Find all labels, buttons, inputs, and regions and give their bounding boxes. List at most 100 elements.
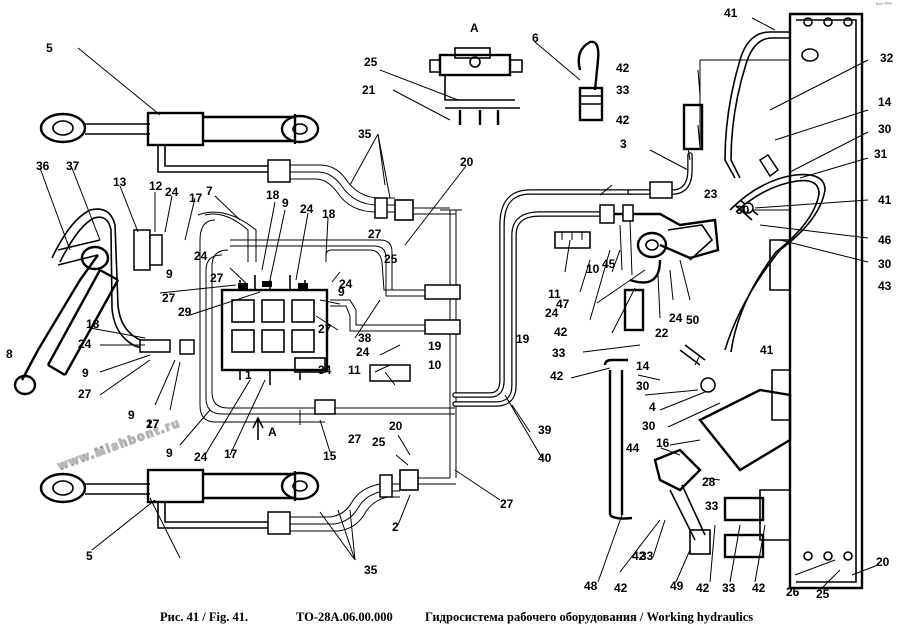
- callout-12: 12: [149, 179, 163, 193]
- callout-31: 31: [874, 147, 888, 161]
- callout-36: 36: [36, 159, 50, 173]
- callout-10b: 10: [428, 358, 442, 372]
- callout-24a: 24: [165, 185, 179, 199]
- callout-42c: 42: [554, 325, 568, 339]
- callout-33b: 33: [552, 346, 566, 360]
- callout-35a: 35: [358, 127, 372, 141]
- callout-20b: 20: [389, 419, 403, 433]
- view-a-label-top: A: [470, 21, 479, 35]
- suction-hose-48: [603, 259, 662, 520]
- callout-42d: 42: [550, 369, 564, 383]
- callout-24h: 24: [545, 306, 559, 320]
- caption-title: Гидросистема рабочего оборудования / Wor…: [425, 610, 754, 624]
- callout-20c: 20: [876, 555, 890, 569]
- callout-13: 13: [113, 175, 127, 189]
- callout-5a: 5: [46, 41, 53, 55]
- view-a-label-bottom: A: [268, 425, 277, 439]
- callout-30b: 30: [878, 257, 892, 271]
- callout-20a: 20: [460, 155, 474, 169]
- caption-drawing-code: ТО-28А.06.00.000: [296, 610, 393, 624]
- callout-41a: 41: [724, 6, 738, 20]
- callout-24i: 24: [669, 311, 683, 325]
- callout-25b: 25: [384, 252, 398, 266]
- callout-46: 46: [878, 233, 892, 247]
- callout-10a: 10: [586, 262, 600, 276]
- callout-38: 38: [358, 331, 372, 345]
- callout-27d: 27: [78, 387, 92, 401]
- callout-6: 6: [532, 31, 539, 45]
- callout-25a: 25: [364, 55, 378, 69]
- control-lever-6: [577, 40, 604, 122]
- callout-22: 22: [655, 326, 669, 340]
- callout-42f: 42: [696, 581, 710, 595]
- callout-19a: 19: [428, 339, 442, 353]
- callout-24e: 24: [356, 345, 370, 359]
- callout-11b: 11: [348, 363, 361, 377]
- callout-29: 29: [178, 305, 192, 319]
- left-tilt-cylinder: [13, 239, 120, 396]
- callout-42b: 42: [616, 113, 630, 127]
- callout-41c: 41: [760, 343, 774, 357]
- callouts: 1 2 3 4 5 5 6 7 8 9 9 9 9 9 9 10 10 11 1…: [6, 6, 894, 600]
- hose-pieces-33: [682, 103, 765, 559]
- callout-42g: 42: [752, 581, 766, 595]
- return-hose-32: [724, 31, 826, 353]
- callout-27a: 27: [162, 291, 176, 305]
- callout-1: 1: [245, 368, 252, 382]
- callout-16: 16: [656, 436, 670, 450]
- callout-24g: 24: [194, 450, 208, 464]
- callout-14b: 14: [636, 359, 650, 373]
- callout-7: 7: [206, 184, 213, 198]
- hoses-35: [290, 164, 400, 532]
- callout-18a: 18: [266, 188, 280, 202]
- callout-27c: 27: [318, 322, 332, 336]
- callout-25d: 25: [816, 587, 830, 600]
- callout-40: 40: [538, 451, 552, 465]
- callout-30c: 30: [636, 379, 650, 393]
- callout-3: 3: [620, 137, 627, 151]
- callout-39: 39: [538, 423, 552, 437]
- callout-34: 34: [318, 363, 332, 377]
- callout-30d: 30: [642, 419, 656, 433]
- callout-42a: 42: [616, 61, 630, 75]
- figure-caption: Рис. 41 / Fig. 41. ТО-28А.06.00.000 Гидр…: [0, 610, 900, 630]
- callout-5b: 5: [86, 549, 93, 563]
- callout-42e: 42: [614, 581, 628, 595]
- callout-27h: 27: [210, 271, 224, 285]
- callout-14a: 14: [878, 95, 892, 109]
- caption-figure-number: Рис. 41 / Fig. 41.: [160, 610, 249, 624]
- callout-15: 15: [323, 449, 337, 463]
- callout-9a: 9: [166, 267, 173, 281]
- callout-24c: 24: [194, 249, 208, 263]
- callout-9e: 9: [128, 408, 135, 422]
- callout-33a: 33: [616, 83, 630, 97]
- callout-21: 21: [362, 83, 376, 97]
- callout-2: 2: [392, 520, 399, 534]
- callout-27e: 27: [146, 417, 160, 431]
- callout-25c: 25: [372, 435, 386, 449]
- callout-43: 43: [878, 279, 892, 293]
- callout-4: 4: [649, 400, 656, 414]
- callout-17a: 17: [189, 191, 203, 205]
- callout-17b: 17: [146, 417, 160, 431]
- view-a-detail: A: [429, 21, 523, 125]
- callout-9b: 9: [282, 196, 289, 210]
- corner-mark-text: ᴷᵒᵐ ⁰⁰⁰⁰: [876, 2, 893, 8]
- fittings: [133, 153, 780, 535]
- callout-37: 37: [66, 159, 80, 173]
- callout-35b: 35: [364, 563, 378, 577]
- callout-27g: 27: [500, 497, 514, 511]
- callout-27f: 27: [348, 432, 362, 446]
- callout-30a: 30: [878, 122, 892, 136]
- callout-27b: 27: [368, 227, 382, 241]
- vertical-hydraulic-lines: [394, 199, 462, 491]
- hydraulic-schematic: www.Mishbont.ru: [6, 6, 894, 600]
- pump-assembly: [554, 212, 720, 276]
- callout-9c: 9: [338, 285, 345, 299]
- callout-48: 48: [584, 579, 598, 593]
- callout-45: 45: [602, 257, 616, 271]
- callout-33c: 33: [640, 549, 654, 563]
- callout-24d: 24: [339, 277, 353, 291]
- callout-24f: 24: [78, 337, 92, 351]
